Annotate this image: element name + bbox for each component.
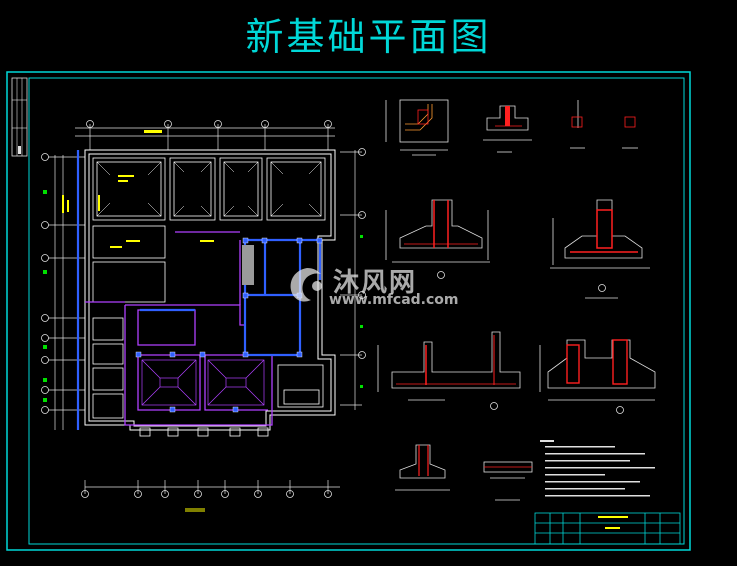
left-dimension-chain	[48, 155, 85, 430]
label-marks	[62, 175, 214, 248]
axis-ticks	[43, 190, 363, 402]
ground-beams	[85, 231, 273, 426]
wall-outline	[84, 149, 336, 431]
footing-grid-upper	[92, 157, 326, 303]
bottom-pile-caps	[139, 427, 269, 437]
columns	[135, 237, 323, 413]
detail-small-footing	[483, 105, 532, 153]
plan-caption	[185, 508, 205, 512]
detail-wall-section	[377, 331, 521, 410]
top-dim-label	[144, 130, 162, 133]
foundation-plan	[41, 120, 366, 512]
stair-core	[242, 245, 254, 285]
right-axis-bubbles	[358, 148, 366, 359]
bottom-axis-bubbles	[81, 490, 332, 498]
footing-lower-right	[277, 364, 324, 408]
binding-strip	[11, 77, 28, 157]
inner-frame	[28, 77, 685, 545]
left-axis-bubbles	[41, 153, 49, 414]
pyramid-footings	[141, 359, 265, 406]
detail-small-pier	[395, 444, 450, 491]
detail-column-section	[570, 100, 638, 149]
top-dimension-chain	[75, 124, 335, 150]
detail-slab-section	[483, 461, 533, 501]
detail-footing-section-b	[550, 199, 650, 299]
footing-diagonals	[96, 161, 322, 217]
detail-pile-plan	[385, 99, 449, 156]
title-block	[534, 512, 681, 545]
bottom-dimension-chain	[84, 480, 340, 494]
top-axis-bubbles	[86, 120, 332, 128]
detail-double-column	[539, 339, 656, 414]
right-dimension-chain	[340, 150, 362, 410]
general-notes	[540, 440, 655, 497]
tie-beams	[76, 150, 322, 430]
detail-footing-section-a	[385, 199, 490, 279]
outer-frame	[6, 71, 691, 551]
drawing-title: 新基础平面图	[245, 15, 492, 59]
footing-grid-left	[92, 317, 124, 419]
